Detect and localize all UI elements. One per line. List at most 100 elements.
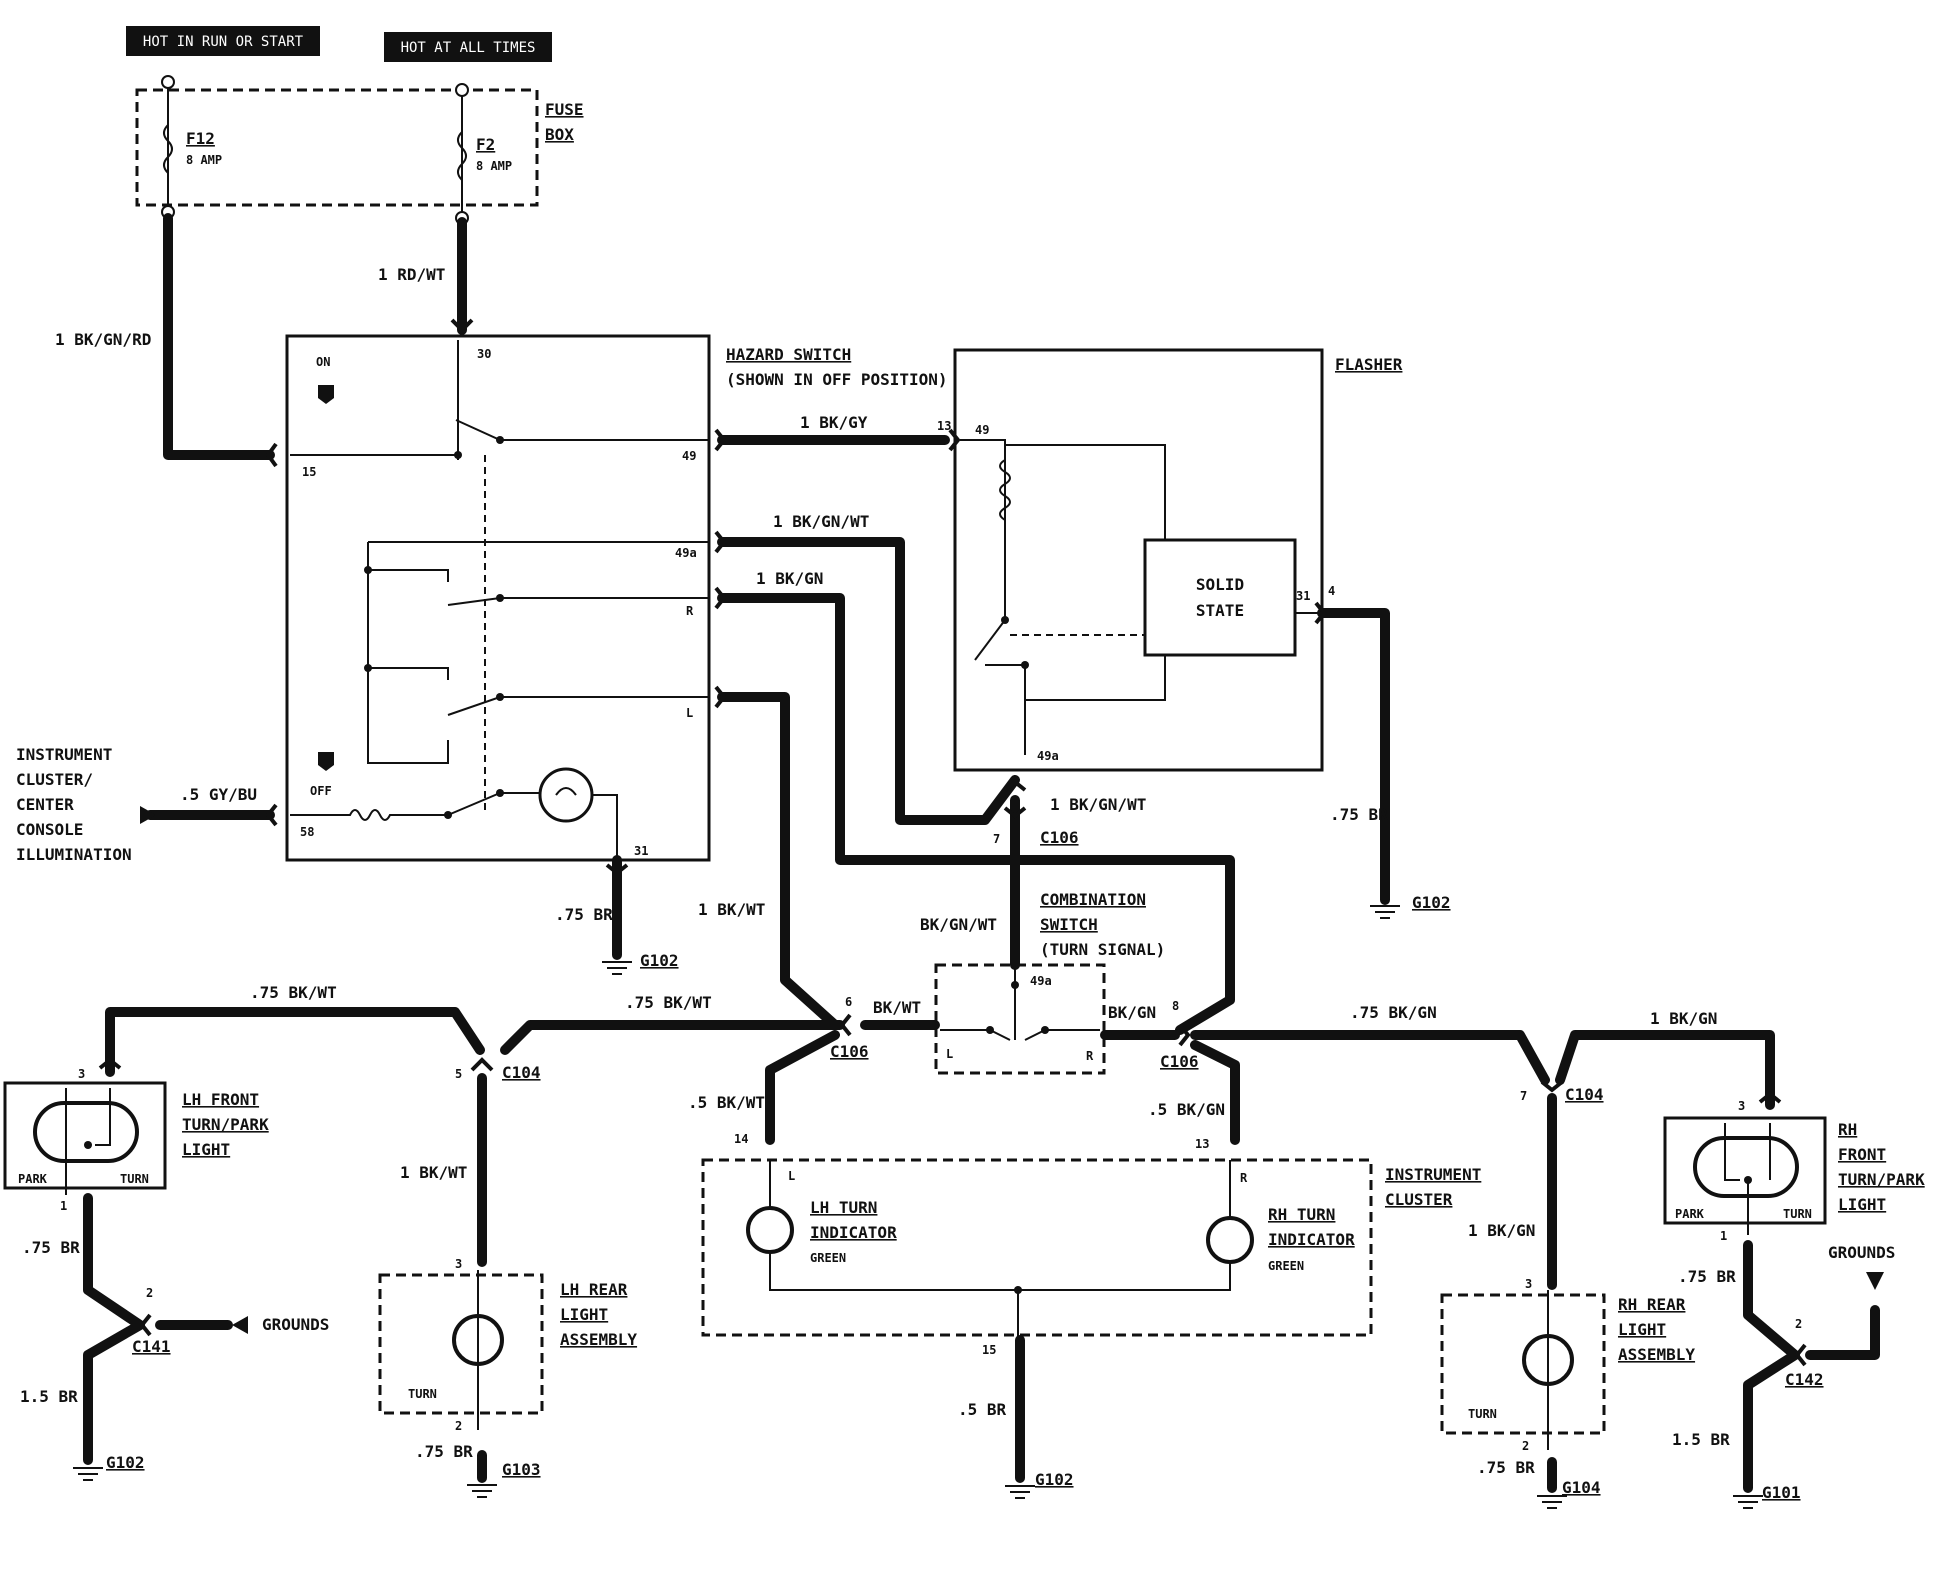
wire-bk-gn-short: BK/GN — [1108, 1003, 1156, 1022]
wire-1-bk-gn: 1 BK/GN — [756, 569, 823, 588]
hazard-terminal-58: 58 — [300, 825, 314, 839]
lh-front-line-2: TURN/PARK — [182, 1115, 269, 1134]
rh-rear-line-3: ASSEMBLY — [1618, 1345, 1695, 1364]
instrument-cluster: INSTRUMENT CLUSTER LH TURN INDICATOR GRE… — [701, 1132, 1481, 1357]
cs-terminal-r: R — [1086, 1049, 1094, 1063]
wire-5-br-ic: .5 BR — [958, 1400, 1007, 1419]
flasher-terminal-49a: 49a — [1037, 749, 1059, 763]
connector-c104-right: C104 — [1565, 1085, 1604, 1104]
fuse-box-label-1: FUSE — [545, 100, 584, 119]
ic-terminal-l: L — [788, 1169, 795, 1183]
wire-15-br-r: 1.5 BR — [1672, 1430, 1730, 1449]
rh-rear-line-2: LIGHT — [1618, 1320, 1666, 1339]
banner-all-times-text: HOT AT ALL TIMES — [401, 40, 536, 56]
wire-75-br-flasher: .75 BR — [1330, 805, 1388, 824]
wire-15-br-l: 1.5 BR — [20, 1387, 78, 1406]
ground-symbols: G102 G102 G102 G103 G102 G104 G101 GROUN… — [73, 893, 1895, 1509]
lh-front-park: PARK — [18, 1172, 48, 1186]
ground-icon — [73, 1467, 103, 1481]
wire-1-bk-wt: 1 BK/WT — [698, 900, 765, 919]
lh-rear-pin-3: 3 — [455, 1257, 462, 1271]
wire-5-bk-gn: .5 BK/GN — [1148, 1100, 1225, 1119]
hazard-terminal-30: 30 — [477, 347, 491, 361]
connector-c106-top: C106 — [1040, 828, 1079, 847]
lh-front-pin-1: 1 — [60, 1199, 67, 1213]
hazard-terminal-15: 15 — [302, 465, 316, 479]
rh-front-pin-1: 1 — [1720, 1229, 1727, 1243]
ic-label-1: INSTRUMENT — [1385, 1165, 1481, 1184]
rh-front-line-4: LIGHT — [1838, 1195, 1886, 1214]
fuse-f2-rating: 8 AMP — [476, 159, 512, 173]
solid-state-2: STATE — [1196, 601, 1244, 620]
wire-1-rd-wt: 1 RD/WT — [378, 265, 445, 284]
wire-75-bk-gn: .75 BK/GN — [1350, 1003, 1437, 1022]
hazard-terminal-49a: 49a — [675, 546, 697, 560]
hazard-terminal-31: 31 — [634, 844, 648, 858]
connector-pin-7-top: 7 — [993, 832, 1000, 846]
ic-rh-3: GREEN — [1268, 1259, 1304, 1273]
hazard-switch: HAZARD SWITCH (SHOWN IN OFF POSITION) ON… — [285, 334, 948, 862]
rh-front-light: RH FRONT TURN/PARK LIGHT PARK TURN 3 1 — [1663, 1099, 1925, 1243]
connector-marks — [98, 318, 1807, 1367]
lh-front-pin-3: 3 — [78, 1067, 85, 1081]
combination-switch-1: COMBINATION — [1040, 890, 1146, 909]
ic-lh-2: INDICATOR — [810, 1223, 897, 1242]
lh-rear-light: LH REAR LIGHT ASSEMBLY TURN 3 2 — [378, 1257, 637, 1433]
cs-terminal-l: L — [946, 1047, 953, 1061]
lh-turn-indicator-icon — [746, 1206, 794, 1254]
connector-pin-6: 6 — [845, 995, 852, 1009]
hazard-terminal-49: 49 — [682, 449, 696, 463]
ground-g102-hazard: G102 — [640, 951, 679, 970]
wire-75-bk-wt-b: .75 BK/WT — [625, 993, 712, 1012]
hazard-switch-off: OFF — [310, 784, 332, 798]
flasher-terminal-49: 49 — [975, 423, 989, 437]
rh-rear-turn: TURN — [1468, 1407, 1497, 1421]
solid-state-1: SOLID — [1196, 575, 1244, 594]
lh-front-line-1: LH FRONT — [182, 1090, 259, 1109]
combination-switch-3: (TURN SIGNAL) — [1040, 940, 1165, 959]
connector-c106-left: C106 — [830, 1042, 869, 1061]
wire-bk-wt-short: BK/WT — [873, 998, 921, 1017]
banner-run-start: HOT IN RUN OR START — [126, 26, 320, 56]
ground-icon — [1005, 1485, 1035, 1499]
connector-c106-right: C106 — [1160, 1052, 1199, 1071]
off-indicator-icon — [318, 752, 334, 771]
banner-all-times: HOT AT ALL TIMES — [384, 32, 552, 62]
wire-75-br-rhr: .75 BR — [1477, 1458, 1535, 1477]
flasher: FLASHER 49 31 49a 13 4 SOLID STATE — [937, 348, 1403, 772]
wire-75-br-hazard: .75 BR — [555, 905, 613, 924]
lh-front-light: LH FRONT TURN/PARK LIGHT PARK TURN 3 1 — [3, 1067, 269, 1213]
wire-5-bk-wt: .5 BK/WT — [688, 1093, 765, 1112]
hazard-terminal-r: R — [686, 604, 694, 618]
rh-front-line-2: FRONT — [1838, 1145, 1886, 1164]
hazard-lamp-icon — [538, 767, 594, 823]
hazard-switch-subtitle: (SHOWN IN OFF POSITION) — [726, 370, 948, 389]
harness-wires — [83, 213, 1880, 1493]
ground-icon — [1537, 1495, 1567, 1509]
wire-1-bk-gn-wt-2: 1 BK/GN/WT — [1050, 795, 1146, 814]
illumination-label: INSTRUMENT CLUSTER/ CENTER CONSOLE ILLUM… — [16, 745, 156, 864]
cs-terminal-49a: 49a — [1030, 974, 1052, 988]
lh-rear-turn: TURN — [408, 1387, 437, 1401]
ic-pin-13: 13 — [1195, 1137, 1209, 1151]
fuse-f2-name: F2 — [476, 135, 495, 154]
flasher-terminal-31: 31 — [1296, 589, 1310, 603]
wire-bk-gn-wt-3: BK/GN/WT — [920, 915, 997, 934]
ground-icon — [602, 961, 632, 975]
ic-rh-1: RH TURN — [1268, 1205, 1335, 1224]
flasher-title: FLASHER — [1335, 355, 1403, 374]
grounds-left-label: GROUNDS — [262, 1315, 329, 1334]
hazard-switch-on: ON — [316, 355, 330, 369]
ic-pin-15: 15 — [982, 1343, 996, 1357]
wire-1-bk-gn-r: 1 BK/GN — [1650, 1009, 1717, 1028]
hazard-terminal-l: L — [686, 706, 693, 720]
connector-pin-5: 5 — [455, 1067, 462, 1081]
ground-g104: G104 — [1562, 1478, 1601, 1497]
wire-1-bk-gn-rear: 1 BK/GN — [1468, 1221, 1535, 1240]
rh-front-park: PARK — [1675, 1207, 1705, 1221]
wire-75-br-rhf: .75 BR — [1678, 1267, 1736, 1286]
wire-1-bk-gy: 1 BK/GY — [800, 413, 868, 432]
ground-icon — [1733, 1495, 1763, 1509]
connector-pin-7-right: 7 — [1520, 1089, 1527, 1103]
connector-c104-left: C104 — [502, 1063, 541, 1082]
